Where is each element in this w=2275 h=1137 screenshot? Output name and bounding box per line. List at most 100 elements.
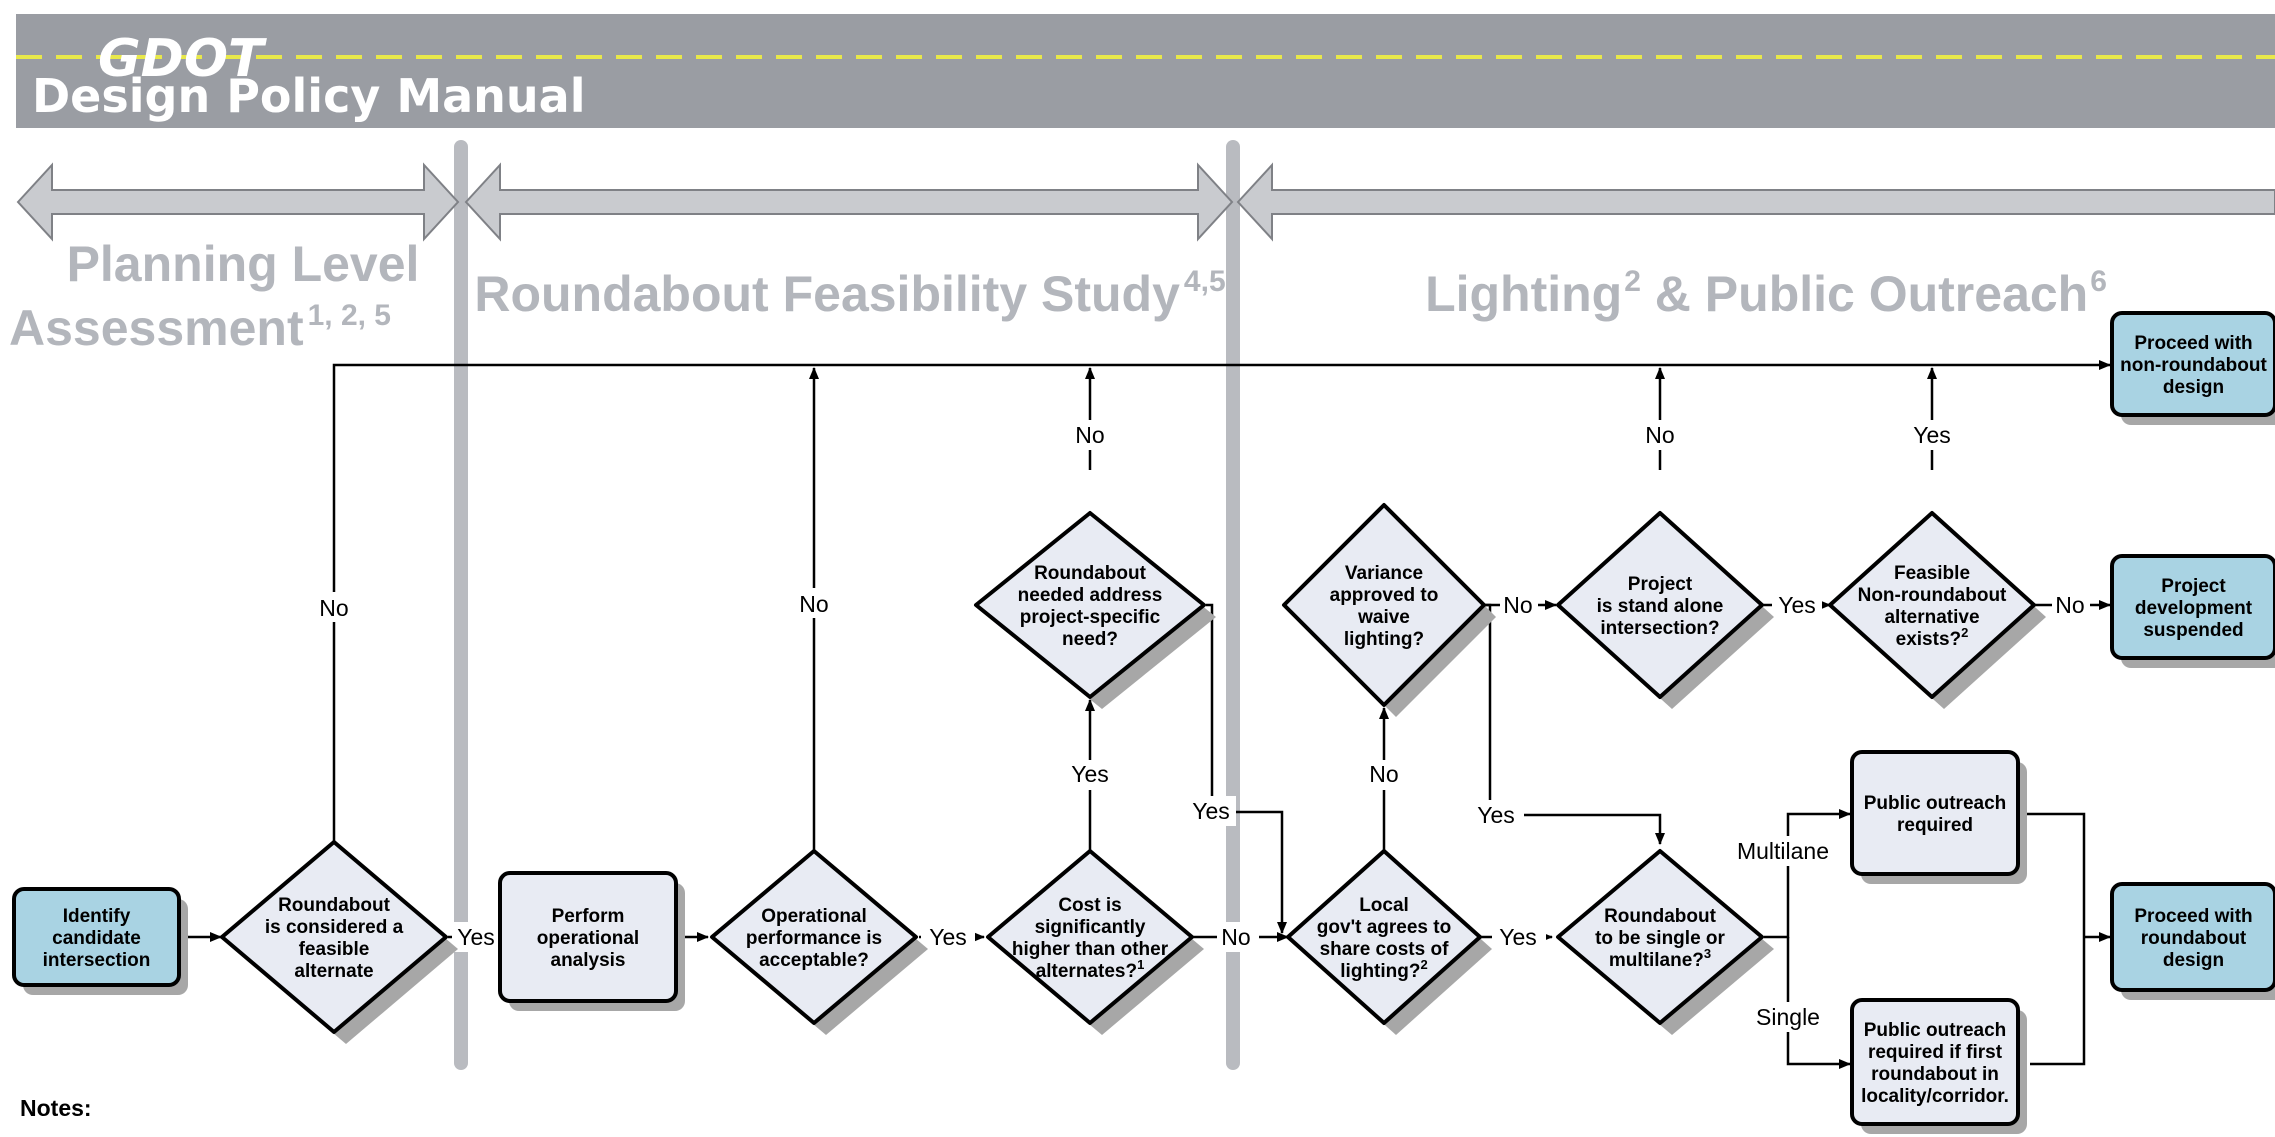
edge-label-yes: Yes: [1913, 422, 1951, 448]
node-text-line: lighting?2: [1340, 957, 1427, 982]
node-text-line: roundabout: [2141, 928, 2247, 949]
edge-label-no: No: [1075, 422, 1104, 448]
decision-diamond: [1282, 503, 1486, 707]
phase-span-arrow: [464, 162, 1234, 242]
edge-label-multilane: Multilane: [1737, 838, 1829, 864]
node-text-line: intersection: [43, 950, 151, 971]
node-text-line: to be single or: [1595, 928, 1725, 949]
node-text-line: required: [1897, 815, 1973, 836]
phase-title-lighting: Lighting2 & Public Outreach6: [1425, 265, 2107, 322]
node-text-line: locality/corridor.: [1861, 1086, 2009, 1107]
node-text-line: significantly: [1035, 917, 1146, 938]
node-text-line: Roundabout: [1604, 906, 1717, 927]
edge-label-no: No: [799, 591, 828, 617]
process-box: [1850, 998, 2020, 1126]
node-text-line: analysis: [551, 950, 626, 971]
node-text-line: Proceed with: [2134, 333, 2252, 354]
edge-label-no: No: [1503, 592, 1532, 618]
node-text-line: Public outreach: [1864, 793, 2007, 814]
decision-diamond: [220, 840, 448, 1034]
decision-diamond: [710, 849, 918, 1025]
node-text-line: operational: [537, 928, 639, 949]
manual-title: Design Policy Manual: [32, 69, 585, 123]
footnote-ref: 3: [1704, 946, 1711, 961]
node-text-line: acceptable?: [759, 950, 869, 971]
node-text-line: Local: [1359, 895, 1409, 916]
node-text-line: performance is: [746, 928, 882, 949]
gdot-logo: GDOT: [98, 29, 267, 89]
node-text-line: feasible: [299, 939, 370, 960]
node-text-line: development: [2135, 598, 2253, 619]
edge-label-yes: Yes: [1071, 761, 1109, 787]
node-text-line: Non-roundabout: [1858, 585, 2007, 606]
node-text-line: design: [2163, 950, 2224, 971]
notes-heading: Notes:: [20, 1095, 92, 1121]
node-text-line: approved to: [1330, 585, 1439, 606]
edge-label-yes: Yes: [1192, 798, 1230, 824]
node-text-line: needed address: [1018, 585, 1163, 606]
node-text-line: Proceed with: [2134, 906, 2252, 927]
footnote-ref: 1: [1137, 957, 1144, 972]
node-text-line: alternate: [294, 961, 373, 982]
node-text-line: exists?2: [1896, 625, 1969, 650]
node-text-line: Project: [1628, 574, 1693, 595]
decision-diamond: [1828, 511, 2036, 699]
phase-divider: [1226, 140, 1240, 1070]
node-text-line: share costs of: [1320, 939, 1449, 960]
edge-label-single: Single: [1756, 1004, 1820, 1030]
process-box: [2110, 311, 2275, 417]
process-box: [2110, 554, 2275, 660]
node-text-line: Project: [2161, 576, 2226, 597]
node-text-line: alternative: [1884, 607, 1979, 628]
node-text-line: Operational: [761, 906, 867, 927]
decision-diamond: [986, 849, 1194, 1025]
decision-diamond: [1556, 849, 1764, 1025]
node-text-line: candidate: [52, 928, 141, 949]
node-text-line: Public outreach: [1864, 1020, 2007, 1041]
phase-span-arrow: [16, 162, 460, 242]
node-text-line: Identify: [63, 906, 131, 927]
edge-label-yes: Yes: [1778, 592, 1816, 618]
decision-diamond: [1556, 511, 1764, 699]
node-text-line: is considered a: [265, 917, 404, 938]
node-text-line: Variance: [1345, 563, 1423, 584]
process-box: [2110, 882, 2275, 992]
edge-label-no: No: [1369, 761, 1398, 787]
node-text-line: roundabout in: [1871, 1064, 1999, 1085]
node-text-line: required if first: [1868, 1042, 2003, 1063]
phase-divider: [454, 140, 468, 1070]
node-text-line: non-roundabout: [2120, 355, 2267, 376]
flowchart-nodes: IdentifycandidateintersectionRoundabouti…: [12, 311, 2275, 1134]
node-text-line: alternates?1: [1036, 957, 1145, 982]
node-text-line: project-specific: [1020, 607, 1161, 628]
node-text-line: Perform: [552, 906, 625, 927]
phase-title-planning: Planning Level: [67, 236, 420, 292]
node-text-line: Roundabout: [1034, 563, 1147, 584]
node-text-line: Roundabout: [278, 895, 391, 916]
node-text-line: higher than other: [1012, 939, 1169, 960]
header-banner: GDOT Design Policy Manual: [16, 14, 2275, 128]
node-text-line: waive: [1357, 607, 1410, 628]
edge-label-no: No: [1645, 422, 1674, 448]
edge-label-yes: Yes: [929, 924, 967, 950]
node-text-line: gov't agrees to: [1317, 917, 1451, 938]
process-box: [498, 871, 678, 1003]
decision-diamond: [1286, 849, 1482, 1025]
edge-label-no: No: [319, 595, 348, 621]
process-box: [1850, 750, 2020, 876]
phase-span-arrow: [1236, 162, 2275, 242]
footnote-ref: 2: [1961, 625, 1968, 640]
node-text-line: Feasible: [1894, 563, 1970, 584]
